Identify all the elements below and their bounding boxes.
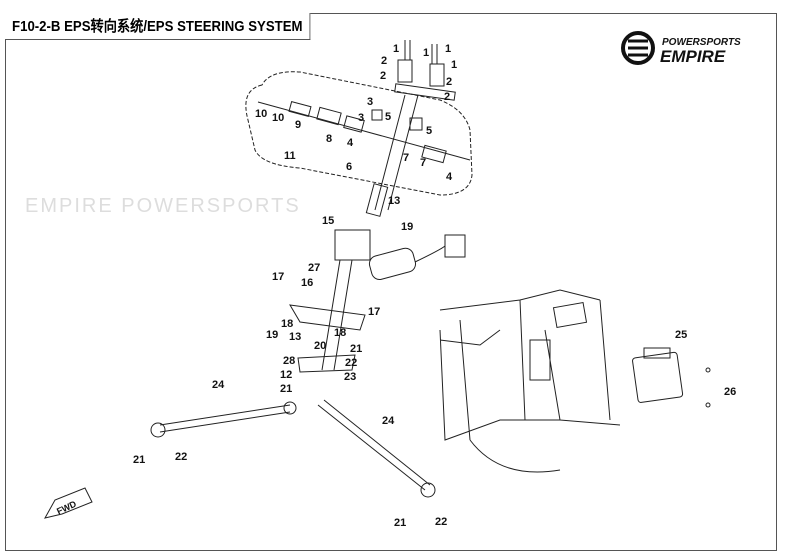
callout-23: 23 — [344, 371, 356, 383]
bolts — [404, 40, 438, 64]
clamp-block — [429, 63, 445, 87]
callout-3: 3 — [358, 112, 364, 124]
callout-18: 18 — [334, 327, 346, 339]
callout-6: 6 — [346, 161, 352, 173]
eps-motor — [368, 247, 417, 280]
clamp-block — [397, 59, 413, 83]
callout-19: 19 — [266, 329, 278, 341]
handlebar-clamp — [394, 83, 456, 101]
diagram-frame — [5, 13, 777, 551]
callout-1: 1 — [393, 43, 399, 55]
callout-10: 10 — [255, 108, 267, 120]
eps-unit — [334, 229, 371, 261]
callout-2: 2 — [381, 55, 387, 67]
callout-17: 17 — [368, 306, 380, 318]
callout-5: 5 — [385, 111, 391, 123]
fwd-label: FWD — [55, 499, 78, 517]
callout-12: 12 — [280, 369, 292, 381]
callout-28: 28 — [283, 355, 295, 367]
callout-13: 13 — [388, 195, 400, 207]
steering-shaft — [374, 94, 419, 211]
lower-shaft — [321, 259, 353, 371]
callout-21: 21 — [394, 517, 406, 529]
callout-4: 4 — [446, 171, 453, 183]
vehicle-frame — [439, 289, 621, 473]
callout-2: 2 — [444, 91, 450, 103]
eps-controller — [632, 351, 684, 403]
callout-26: 26 — [724, 386, 736, 398]
callout-13: 13 — [289, 331, 301, 343]
callout-1: 1 — [451, 59, 457, 71]
callout-4: 4 — [347, 137, 354, 149]
callout-17: 17 — [272, 271, 284, 283]
callout-1: 1 — [423, 47, 429, 59]
callout-18: 18 — [281, 318, 293, 330]
callout-22: 22 — [175, 451, 187, 463]
empire-logo-icon: POWERSPORTS EMPIRE — [621, 31, 741, 66]
tie-rod-left — [159, 404, 291, 433]
tie-rod-right — [317, 399, 431, 491]
callout-11: 11 — [284, 150, 296, 162]
callout-24: 24 — [382, 415, 395, 427]
forward-arrow-icon — [44, 487, 93, 519]
callout-24: 24 — [212, 379, 225, 391]
watermark: EMPIRE POWERSPORTS — [25, 195, 301, 217]
callout-21: 21 — [133, 454, 145, 466]
callout-21: 21 — [350, 343, 362, 355]
callout-19: 19 — [401, 221, 413, 233]
callout-10: 10 — [272, 112, 284, 124]
callout-27: 27 — [308, 262, 320, 274]
callout-25: 25 — [675, 329, 687, 341]
callout-3: 3 — [367, 96, 373, 108]
bracket — [289, 304, 366, 331]
callout-15: 15 — [322, 215, 334, 227]
cable — [257, 101, 471, 161]
page-title: F10-2-B EPS转向系统/EPS STEERING SYSTEM — [5, 13, 311, 40]
callout-2: 2 — [446, 76, 452, 88]
logo-line1: POWERSPORTS — [662, 37, 741, 48]
callout-22: 22 — [435, 516, 447, 528]
callout-7: 7 — [403, 152, 409, 164]
callout-20: 20 — [314, 340, 326, 352]
brand-logo: POWERSPORTS EMPIRE — [620, 30, 770, 66]
pitman-plate — [297, 354, 356, 373]
callout-5: 5 — [426, 125, 432, 137]
callout-8: 8 — [326, 133, 332, 145]
universal-joint — [365, 183, 389, 217]
callout-2: 2 — [380, 70, 386, 82]
group-11-outline — [245, 71, 473, 196]
callout-22: 22 — [345, 357, 357, 369]
callout-9: 9 — [295, 119, 301, 131]
connector — [444, 234, 466, 258]
callout-16: 16 — [301, 277, 313, 289]
callout-7: 7 — [420, 157, 426, 169]
callout-21: 21 — [280, 383, 292, 395]
logo-line2: EMPIRE — [660, 47, 726, 66]
callout-1: 1 — [445, 43, 451, 55]
